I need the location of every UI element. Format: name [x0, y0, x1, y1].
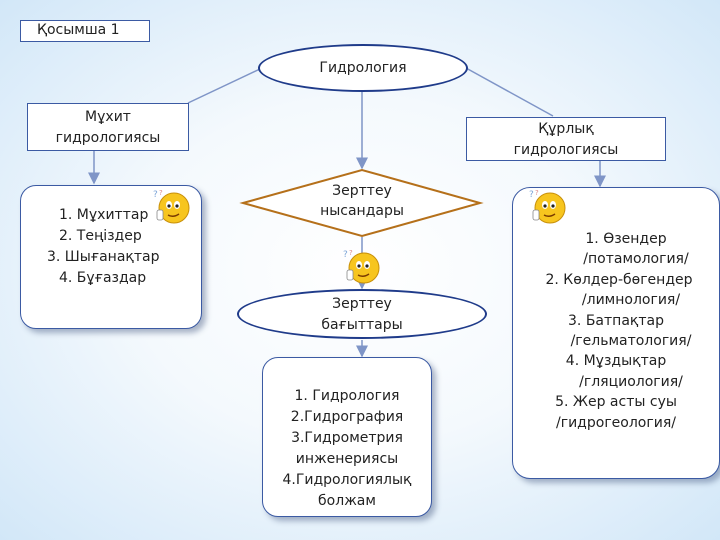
ocean-item-3: 3. Шығанақтар [47, 249, 160, 265]
ocean-item-2: 2. Теңіздер [59, 228, 142, 244]
land-item-1-note: /потамология/ [583, 251, 689, 268]
land-item-4-note: /гляциология/ [579, 373, 683, 390]
research-objects-line-1: Зерттеу [332, 183, 392, 199]
land-hydrology-line-1: Құрлық [538, 121, 594, 137]
direction-item-3-cont: инженериясы [295, 451, 399, 467]
ocean-item-1: 1. Мұхиттар [59, 207, 149, 223]
root-node-hydrology: Гидрология [258, 44, 468, 92]
svg-text:?: ? [535, 189, 539, 197]
research-directions-line-1: Зерттеу [332, 296, 392, 312]
land-item-2-note: /лимнология/ [581, 292, 681, 309]
research-objects-label: Зерттеу нысандары [300, 181, 424, 225]
ocean-hydrology-node: Мұхит гидрологиясы [27, 103, 189, 151]
svg-text:?: ? [159, 189, 163, 197]
land-item-3: 3. Батпақтар [568, 312, 664, 329]
research-objects-diamond [239, 168, 484, 238]
land-hydrology-node: Құрлық гидрологиясы [466, 117, 666, 161]
svg-text:?: ? [343, 250, 348, 260]
svg-text:?: ? [153, 190, 158, 200]
land-item-2: 2. Көлдер-бөгендер [545, 271, 693, 288]
appendix-label: Қосымша 1 [20, 20, 150, 42]
direction-item-2: 2.Гидрография [290, 409, 404, 425]
root-to-land-line [465, 67, 554, 117]
direction-item-4: 4.Гидрологиялық [282, 472, 412, 488]
land-item-1: 1. Өзендер [585, 231, 667, 247]
land-hydrology-line-2: гидрологиясы [513, 142, 619, 158]
land-item-5: 5. Жер асты суы [555, 394, 677, 411]
land-items-box: 1. Өзендер /потамология/ 2. Көлдер-бөген… [512, 187, 720, 479]
smiley-icon: ? ? [529, 189, 566, 224]
svg-text:?: ? [349, 249, 353, 257]
smiley-icon: ? ? [343, 249, 380, 284]
research-directions-line-2: бағыттары [321, 317, 403, 333]
ocean-item-4: 4. Бұғаздар [59, 270, 147, 286]
direction-item-4-cont: болжам [318, 493, 376, 509]
direction-item-3: 3.Гидрометрия [291, 430, 403, 446]
root-to-ocean-line [187, 67, 263, 104]
ocean-hydrology-line-1: Мұхит [85, 109, 131, 125]
ocean-hydrology-line-2: гидрологиясы [55, 130, 161, 146]
direction-items-box: 1. Гидрология 2.Гидрография 3.Гидрометри… [262, 357, 432, 517]
land-item-3-note: /гельматология/ [570, 333, 692, 350]
research-directions-node: Зерттеу бағыттары [237, 289, 487, 339]
research-objects-line-2: нысандары [320, 203, 404, 219]
land-item-4: 4. Мұздықтар [565, 353, 667, 370]
direction-item-1: 1. Гидрология [294, 388, 400, 404]
svg-text:?: ? [529, 190, 534, 200]
smiley-icon: ? ? [153, 189, 190, 224]
land-item-5-note: /гидрогеология/ [556, 414, 676, 431]
